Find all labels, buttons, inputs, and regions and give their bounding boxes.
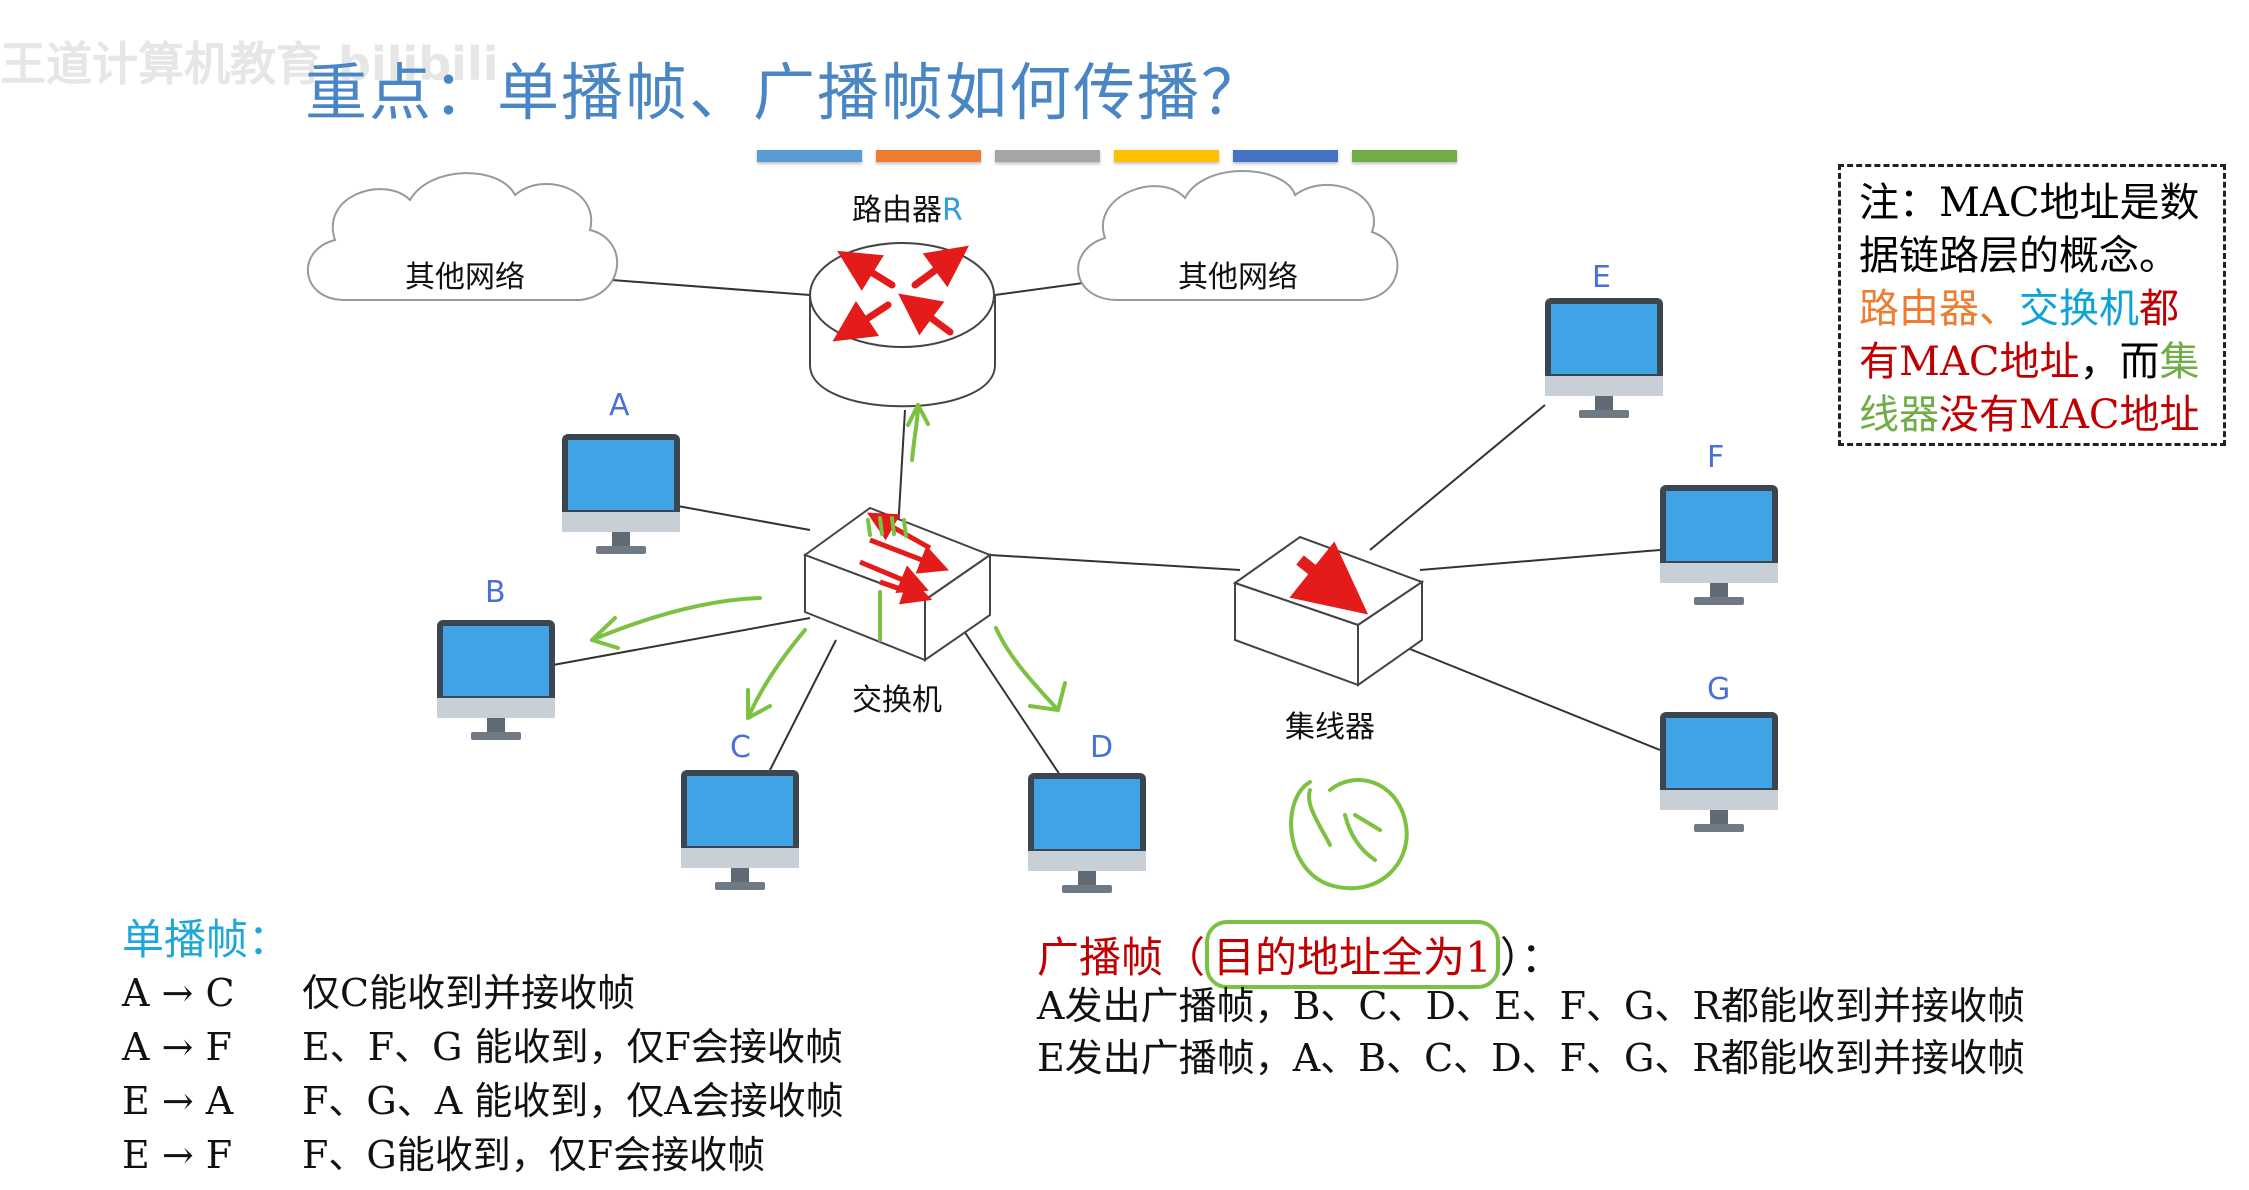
computer-c-icon: [681, 770, 799, 890]
switch-icon: [802, 506, 993, 662]
router-icon: [809, 242, 996, 408]
mac-note-box: 注：MAC地址是数 据链路层的概念。 路由器、交换机都 有MAC地址，而集 线器…: [1838, 164, 2226, 446]
broadcast-list: A发出广播帧，B、C、D、E、F、G、R都能收到并接收帧 E发出广播帧，A、B、…: [1037, 975, 2025, 1080]
cloud-right: [1077, 170, 1399, 301]
color-bar-3: [995, 150, 1100, 162]
node-e-label: E: [1592, 260, 1611, 295]
hub-icon: [1232, 535, 1425, 687]
link-hub-f: [1419, 549, 1661, 571]
links: [552, 277, 1661, 776]
link-router-switch: [897, 409, 906, 531]
color-bar-6: [1352, 150, 1457, 162]
broadcast-dest-highlight: 目的地址全为1: [1205, 920, 1500, 989]
node-f-label: F: [1707, 440, 1725, 475]
link-cloud1-router: [611, 279, 811, 296]
note-du: 都: [2139, 286, 2179, 332]
node-b-label: B: [485, 575, 506, 610]
color-bar-5: [1233, 150, 1338, 162]
cloud-left: [307, 172, 618, 301]
link-d-switch: [959, 624, 1061, 776]
note-router-word: 路由器: [1859, 286, 1979, 332]
computer-d-icon: [1028, 773, 1146, 893]
note-switch-word: 交换机: [2019, 286, 2139, 332]
note-line4b: ，而: [2079, 339, 2160, 385]
color-bar-1: [757, 150, 862, 162]
cloud-right-label: 其他网络: [1178, 260, 1298, 295]
node-c-label: C: [730, 730, 751, 765]
broadcast-row: E发出广播帧，A、B、C、D、F、G、R都能收到并接收帧: [1037, 1036, 2025, 1080]
watermark: 王道计算机教育 bilibili: [0, 37, 499, 91]
link-b-switch: [552, 617, 811, 666]
computer-g-icon: [1660, 712, 1778, 832]
broadcast-row: A发出广播帧，B、C、D、E、F、G、R都能收到并接收帧: [1037, 984, 2025, 1028]
broadcast-title: 广播帧（目的地址全为1）：: [1037, 920, 1563, 989]
note-line5a: 线器: [1859, 392, 1939, 438]
switch-label: 交换机: [852, 683, 942, 718]
computer-e-icon: [1545, 298, 1663, 418]
note-line1: 注：MAC地址是数: [1859, 180, 2200, 226]
computer-a-icon: [562, 434, 680, 554]
note-line4a: 有MAC地址: [1859, 339, 2080, 385]
node-d-label: D: [1090, 730, 1114, 765]
node-a-label: A: [609, 388, 630, 423]
unicast-title: 单播帧：: [122, 915, 291, 964]
link-hub-e: [1369, 404, 1546, 551]
note-sep: 、: [1979, 286, 2019, 332]
color-bar-4: [1114, 150, 1219, 162]
link-hub-g: [1399, 644, 1661, 751]
color-bar-2: [876, 150, 981, 162]
cloud-left-label: 其他网络: [405, 260, 525, 295]
hub-label: 集线器: [1285, 710, 1375, 745]
computer-b-icon: [437, 620, 555, 740]
page-title: 重点：单播帧、广播帧如何传播？: [304, 56, 1265, 129]
green-annotations: [590, 403, 1409, 891]
node-g-label: G: [1707, 672, 1731, 707]
computer-f-icon: [1660, 485, 1778, 605]
link-switch-hub: [989, 554, 1241, 571]
link-c-switch: [769, 639, 837, 771]
router-label: 路由器R: [852, 193, 963, 228]
link-a-switch: [671, 504, 811, 531]
note-line5b: 没有MAC地址: [1939, 392, 2200, 438]
note-line4c: 集: [2159, 339, 2200, 385]
note-line2: 据链路层的概念。: [1859, 233, 2179, 279]
